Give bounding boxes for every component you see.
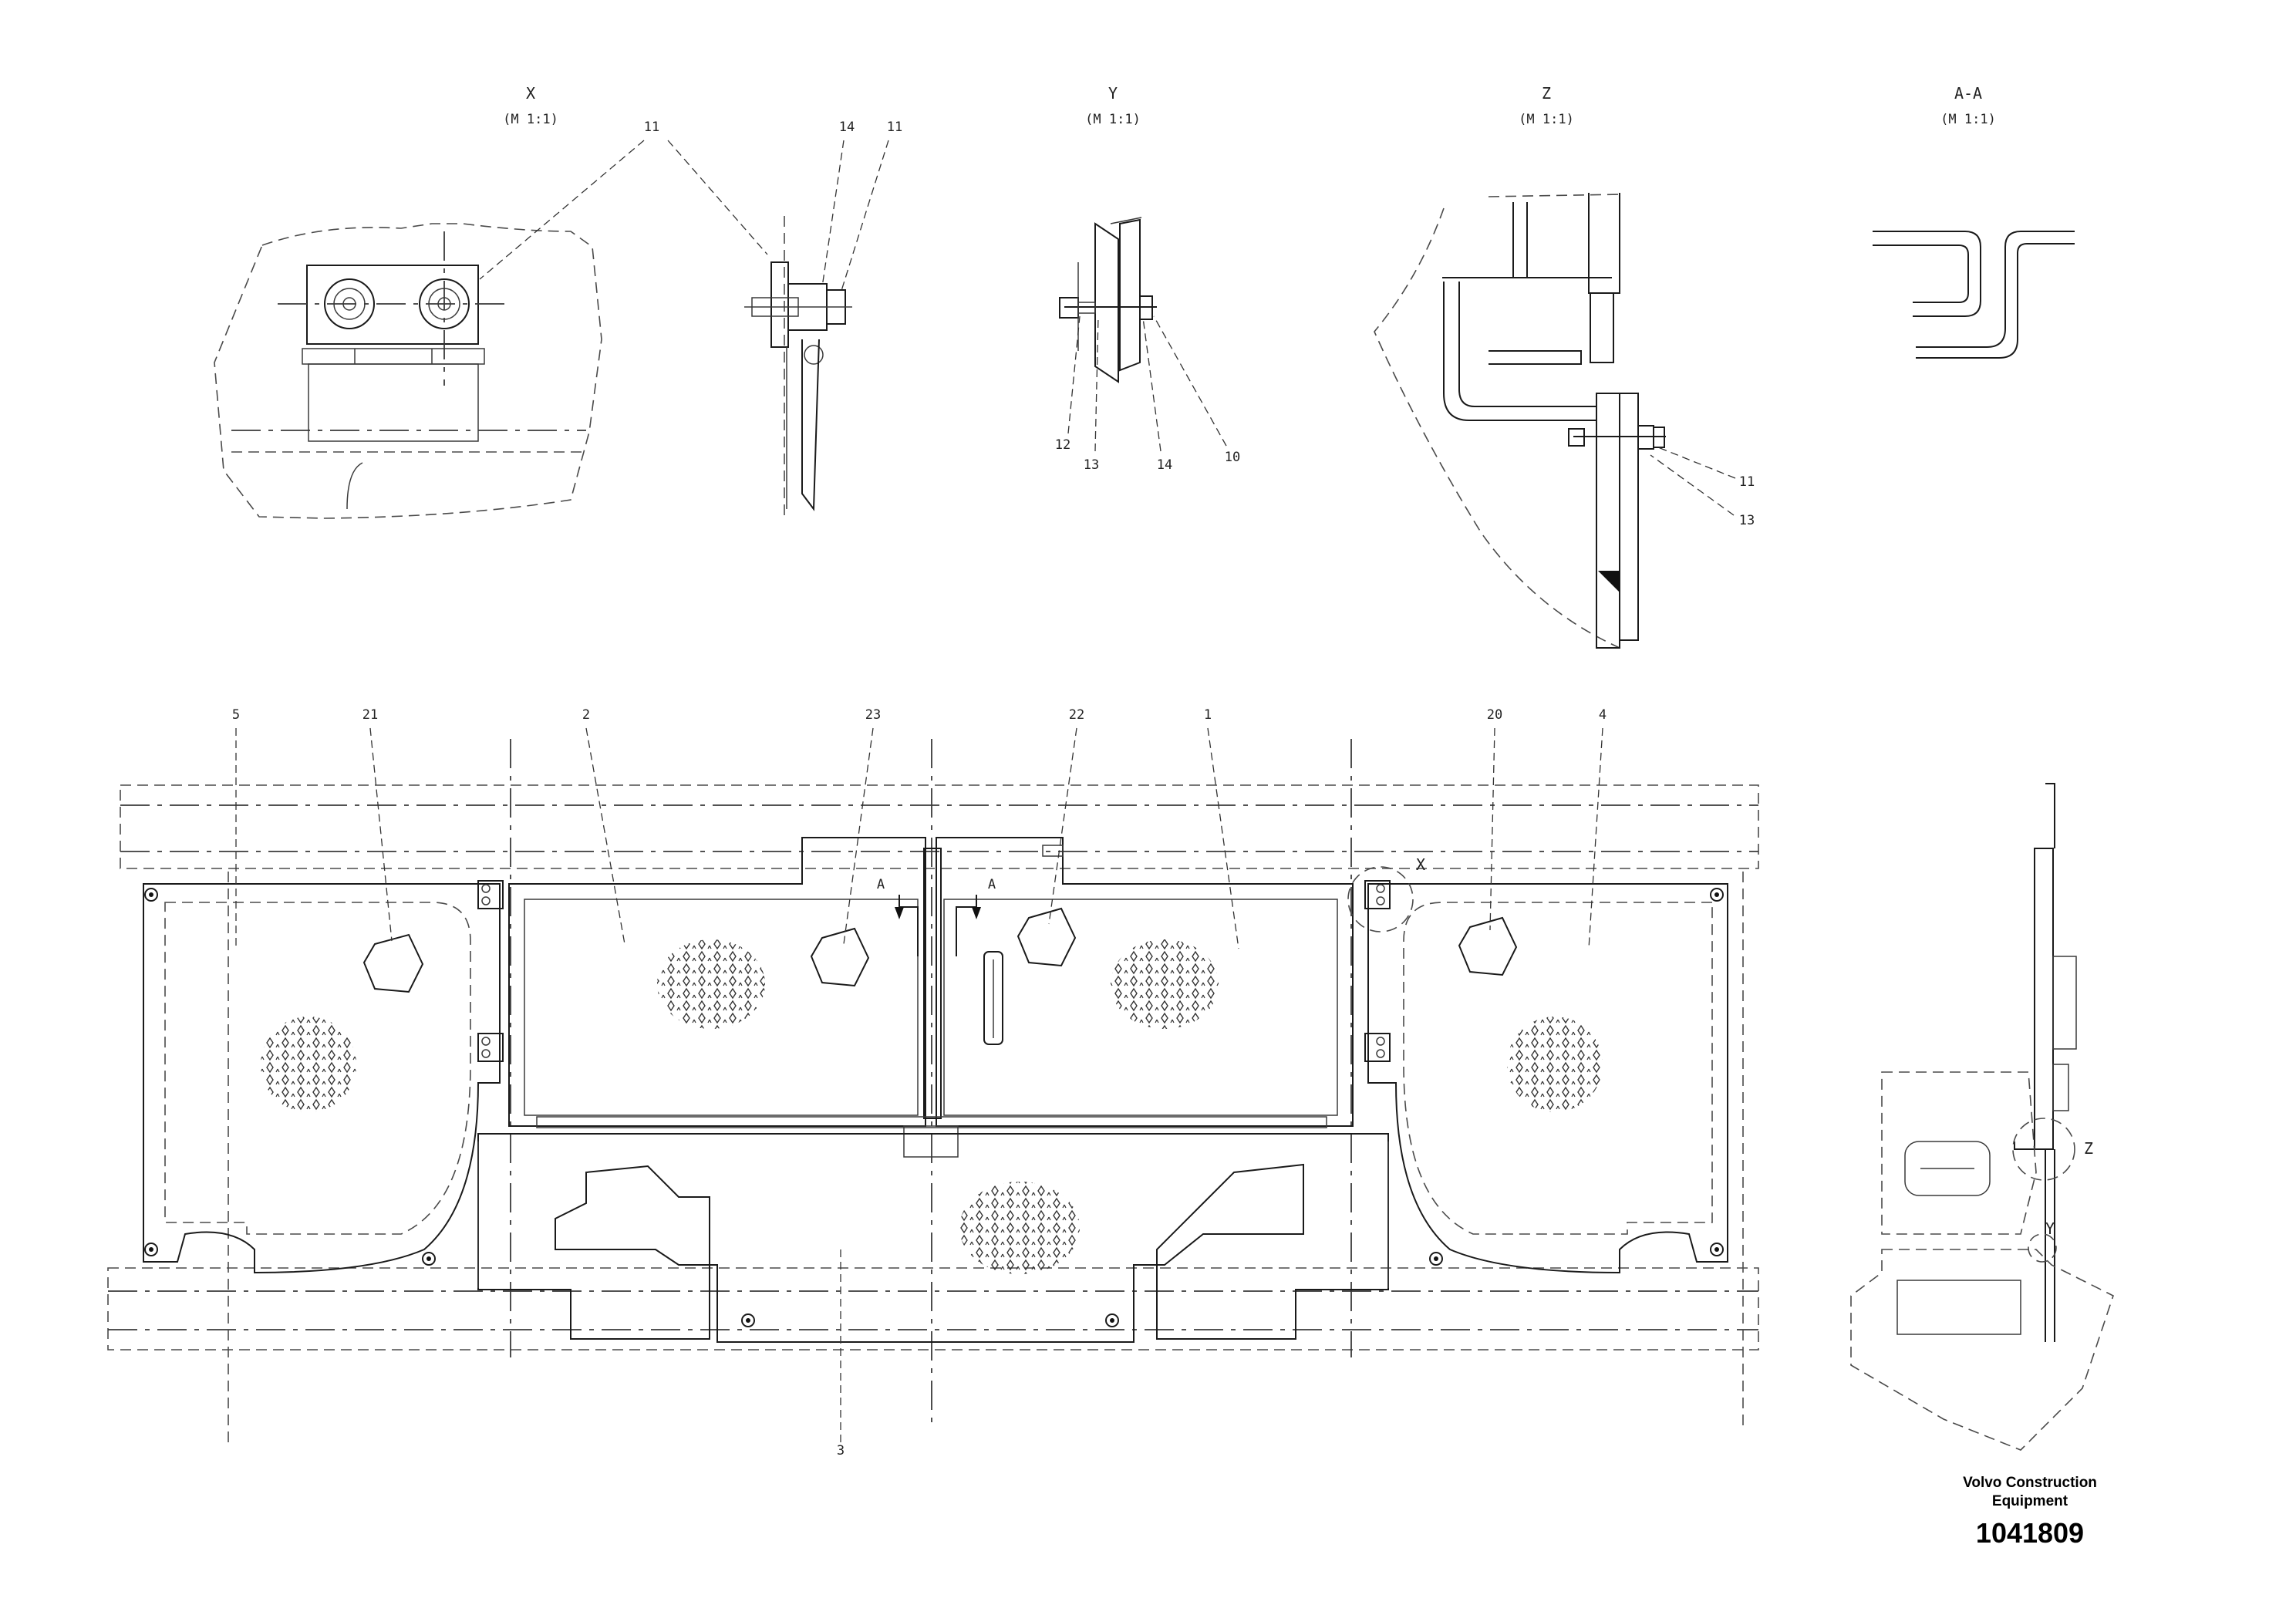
- hinge: [477, 1033, 504, 1062]
- section-marker: A: [877, 877, 885, 892]
- view-y-scale: (M 1:1): [1085, 112, 1141, 127]
- main-callouts: 5 21 2 23 22 1 20 4 3: [232, 707, 1607, 1458]
- hex-label: [362, 933, 424, 993]
- view-aa-letter: A-A: [1954, 84, 1982, 103]
- callout-22: 22: [1069, 707, 1084, 723]
- perforation-pattern: [657, 939, 765, 1029]
- perforation-pattern: [1507, 1017, 1603, 1112]
- callout-14: 14: [1157, 457, 1172, 473]
- company-name-line2: Equipment: [1992, 1493, 2068, 1509]
- callout-20: 20: [1487, 707, 1502, 723]
- callout-4: 4: [1599, 707, 1607, 723]
- callout-11: 11: [644, 120, 659, 135]
- view-y-letter: Y: [1108, 84, 1118, 103]
- callout-13: 13: [1739, 513, 1755, 528]
- section-marker: A: [988, 877, 996, 892]
- hinge: [1364, 1033, 1391, 1062]
- company-name-line1: Volvo Construction: [1963, 1475, 2097, 1491]
- fastener: [422, 1252, 436, 1266]
- callout-11: 11: [1739, 474, 1755, 490]
- callout-21: 21: [362, 707, 378, 723]
- callout-1: 1: [1204, 707, 1212, 723]
- fastener: [1429, 1252, 1443, 1266]
- callout-3: 3: [837, 1443, 845, 1458]
- detail-marker-z: Z: [2084, 1139, 2093, 1158]
- hinge: [477, 880, 504, 909]
- callout-10: 10: [1225, 450, 1240, 465]
- main-assembly-view: A A X: [107, 739, 1759, 1442]
- fastener: [144, 888, 158, 902]
- detail-marker-y: Y: [2045, 1219, 2055, 1238]
- perforation-pattern: [261, 1017, 356, 1112]
- hex-label: [810, 927, 870, 987]
- drawing-number: 1041809: [1976, 1517, 2084, 1549]
- view-z: Z (M 1:1): [1374, 84, 1666, 649]
- title-block: Volvo Construction Equipment 1041809: [1963, 1475, 2097, 1549]
- callout-14: 14: [839, 120, 855, 135]
- view-y: Y (M 1:1): [1059, 84, 1157, 383]
- fastener: [1710, 1243, 1724, 1256]
- perforation-pattern: [959, 1182, 1080, 1274]
- fastener: [1710, 888, 1724, 902]
- fastener: [1105, 1313, 1119, 1327]
- fastener: [144, 1243, 158, 1256]
- detail-marker-x: X: [1416, 855, 1425, 874]
- callout-11: 11: [887, 120, 902, 135]
- hinge: [1364, 880, 1391, 909]
- side-view: Z Y: [1850, 783, 2114, 1451]
- callout-5: 5: [232, 707, 240, 723]
- hex-label: [1458, 916, 1518, 976]
- perforation-pattern: [1111, 939, 1219, 1029]
- leaders-x: 11 14 11: [479, 120, 902, 294]
- view-aa-scale: (M 1:1): [1940, 112, 1996, 127]
- fastener: [741, 1313, 755, 1327]
- hex-label: [1017, 907, 1077, 967]
- view-x-scale: (M 1:1): [503, 112, 558, 127]
- view-aa: A-A (M 1:1): [1873, 84, 2075, 359]
- leaders-y: 12 13 14 10: [1055, 315, 1240, 473]
- leaders-z: 11 13: [1650, 447, 1755, 528]
- view-z-scale: (M 1:1): [1519, 112, 1574, 127]
- callout-13: 13: [1084, 457, 1099, 473]
- callout-12: 12: [1055, 437, 1070, 453]
- callout-2: 2: [582, 707, 590, 723]
- view-z-letter: Z: [1542, 84, 1551, 103]
- view-x: X (M 1:1): [214, 84, 852, 519]
- view-x-letter: X: [526, 84, 535, 103]
- callout-23: 23: [865, 707, 881, 723]
